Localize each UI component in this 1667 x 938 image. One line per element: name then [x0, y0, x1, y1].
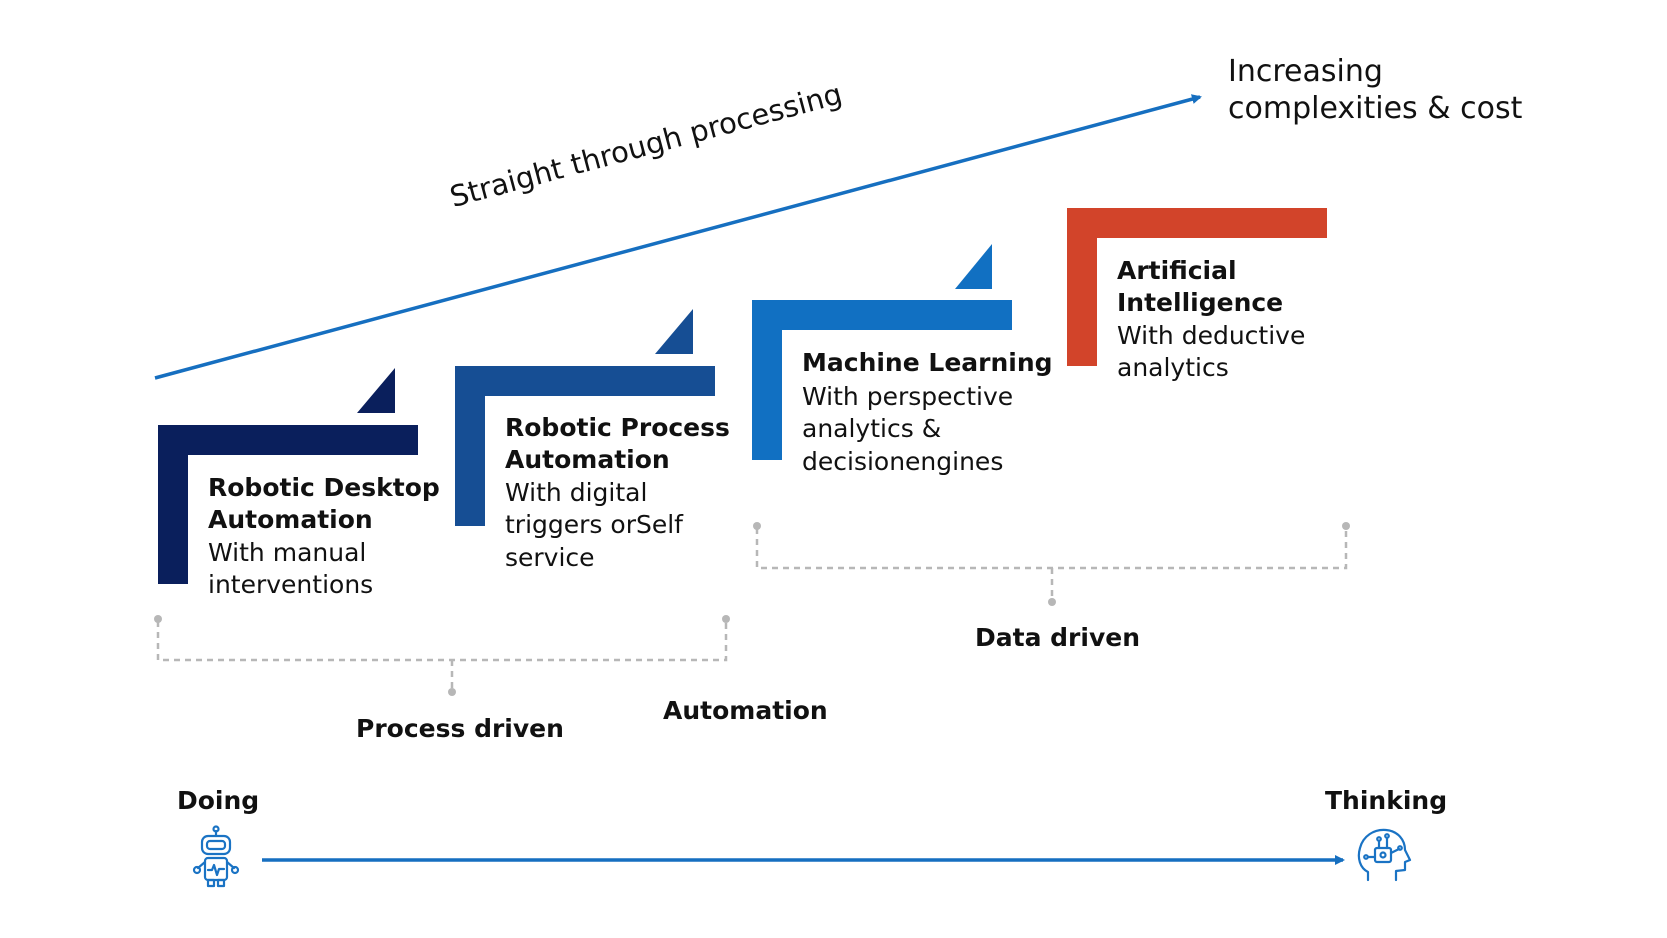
step-2-sub-line-2: triggers orSelf [505, 510, 683, 539]
step-3-triangle [955, 244, 992, 289]
step-3-sub-line-3: decisionengines [802, 447, 1004, 476]
step-1-bar-top [158, 425, 418, 455]
step-1-title-line-1: Robotic Desktop [208, 473, 440, 502]
step-4-bar-top [1067, 208, 1327, 238]
step-3-title-line-1: Machine Learning [802, 348, 1053, 377]
step-2-bar-left [455, 366, 485, 526]
doing-label: Doing [177, 786, 260, 815]
step-2-triangle [655, 309, 693, 354]
step-3-sub-line-2: analytics & [802, 414, 942, 443]
step-3-bar-top [752, 300, 1012, 330]
data-driven-bracket [755, 528, 1348, 600]
increasing-complexities-label-line-2: complexities & cost [1228, 91, 1523, 126]
step-1-bar-left [158, 425, 188, 584]
step-3-bar-left [752, 300, 782, 460]
step-1-title-line-2: Automation [208, 505, 373, 534]
step-1-triangle [357, 368, 395, 413]
thinking-label: Thinking [1325, 786, 1448, 815]
step-1-sub-line-1: With manual [208, 538, 367, 567]
step-2-sub-line-1: With digital [505, 478, 648, 507]
step-4-sub-line-1: With deductive [1117, 321, 1306, 350]
complexity-arrow [154, 94, 1202, 380]
step-2-title-line-2: Automation [505, 445, 670, 474]
process-driven-bracket [156, 621, 728, 690]
increasing-complexities-label-line-1: Increasing [1228, 54, 1383, 89]
data-driven-label: Data driven [975, 623, 1140, 652]
step-4-sub-line-2: analytics [1117, 353, 1229, 382]
step-2-title-line-1: Robotic Process [505, 413, 730, 442]
step-1-sub-line-2: interventions [208, 570, 374, 599]
automation-label: Automation [663, 696, 828, 725]
process-driven-label: Process driven [356, 714, 564, 743]
robot-icon [192, 825, 240, 888]
step-3-sub-line-1: With perspective [802, 382, 1014, 411]
step-4-title-line-1: Artificial [1117, 256, 1237, 285]
ai-brain-head-icon [1357, 828, 1412, 882]
step-2-bar-top [455, 366, 715, 396]
step-4-bar-left [1067, 208, 1097, 366]
step-4-title-line-2: Intelligence [1117, 288, 1284, 317]
step-2-sub-line-3: service [505, 543, 595, 572]
